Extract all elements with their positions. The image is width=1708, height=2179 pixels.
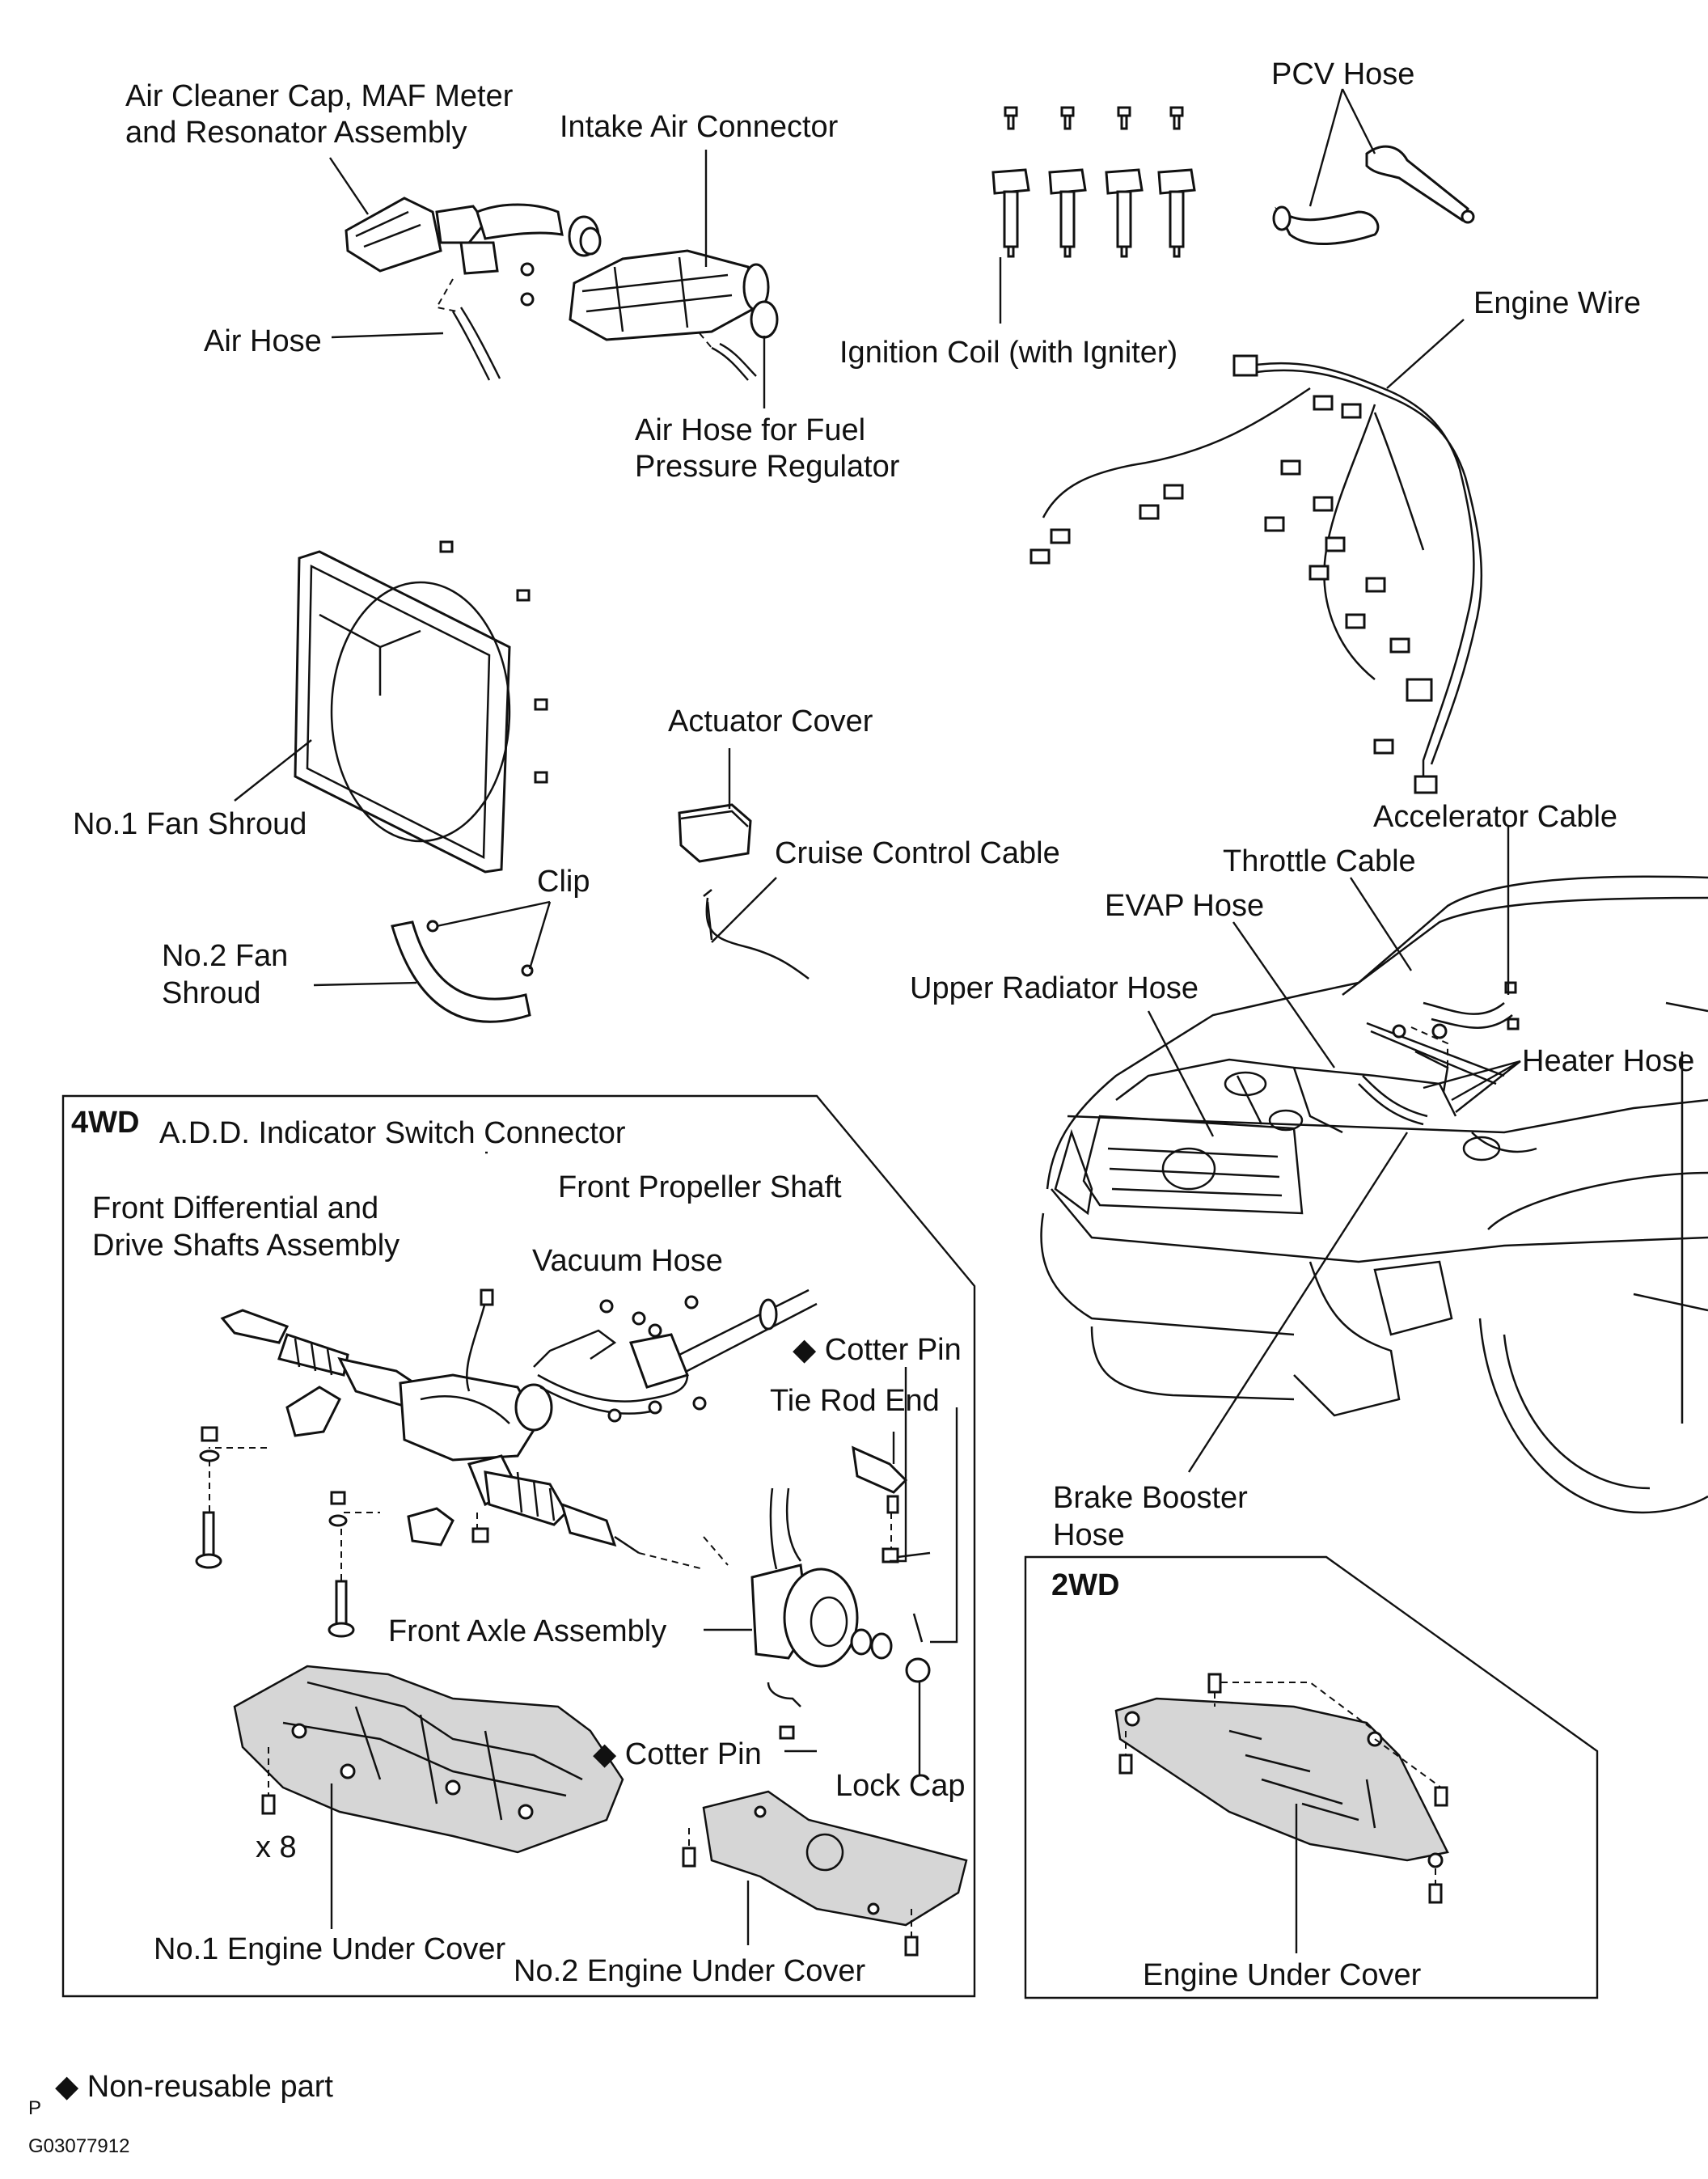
label-clip: Clip [537, 865, 590, 899]
label-accelerator-cable: Accelerator Cable [1373, 800, 1618, 834]
label-air-hose: Air Hose [204, 324, 322, 358]
label-front-axle-assembly: Front Axle Assembly [388, 1614, 667, 1648]
label-throttle-cable: Throttle Cable [1223, 844, 1416, 878]
label-pcv-hose: PCV Hose [1271, 57, 1415, 91]
front-differential-drawing [195, 1309, 640, 1638]
label-cotter-pin-2: ◆ Cotter Pin [593, 1737, 762, 1772]
label-air-hose-fuel-line1: Air Hose for Fuel [635, 413, 866, 447]
legend-text: Non-reusable part [87, 2070, 333, 2104]
label-tie-rod-end: Tie Rod End [770, 1384, 940, 1418]
cotter-pin-1-text: Cotter Pin [824, 1333, 962, 1367]
non-reusable-mark: ◆ [55, 2070, 79, 2104]
cruise-control-cable-drawing [703, 889, 810, 980]
ignition-coils-drawing [991, 106, 1196, 258]
label-no2-engine-under-cover: No.2 Engine Under Cover [514, 1954, 866, 1988]
label-front-differential-line1: Front Differential and [92, 1191, 379, 1225]
label-engine-under-cover: Engine Under Cover [1143, 1958, 1422, 1992]
front-axle-assembly-drawing [750, 1487, 893, 1740]
non-reusable-mark: ◆ [593, 1737, 617, 1771]
footer-p-mark: P [28, 2097, 42, 2119]
vehicle-front-view-drawing [1040, 875, 1708, 1514]
label-ignition-coil: Ignition Coil (with Igniter) [839, 336, 1178, 370]
label-no1-fan-shroud: No.1 Fan Shroud [73, 807, 307, 841]
label-front-differential-line2: Drive Shafts Assembly [92, 1229, 400, 1263]
label-add-indicator-switch-connector: A.D.D. Indicator Switch Connector [159, 1116, 626, 1150]
label-engine-wire: Engine Wire [1473, 286, 1641, 320]
footer-figure-id: G03077912 [28, 2135, 130, 2157]
label-actuator-cover: Actuator Cover [668, 704, 873, 738]
no1-engine-under-cover-drawing [233, 1665, 624, 1854]
label-air-cleaner-line2: and Resonator Assembly [125, 116, 467, 150]
no1-fan-shroud-drawing [294, 540, 548, 874]
no2-fan-shroud-drawing [391, 920, 534, 1023]
label-air-hose-fuel-line2: Pressure Regulator [635, 450, 900, 484]
label-brake-booster-line2: Hose [1053, 1518, 1125, 1552]
mount-bolts-drawing [599, 1295, 707, 1423]
2wd-engine-under-cover-drawing [1114, 1673, 1449, 1904]
label-no2-fan-shroud-line1: No.2 Fan [162, 939, 289, 973]
label-cotter-pin-1: ◆ Cotter Pin [793, 1332, 962, 1368]
legend-non-reusable: ◆ Non-reusable part [55, 2069, 333, 2105]
label-brake-booster-line1: Brake Booster [1053, 1481, 1248, 1515]
box-4wd-frame [61, 1094, 976, 1998]
non-reusable-mark: ◆ [793, 1333, 817, 1367]
label-lock-cap: Lock Cap [835, 1769, 966, 1803]
cotter-pin-2-text: Cotter Pin [624, 1737, 762, 1771]
label-evap-hose: EVAP Hose [1105, 889, 1265, 923]
label-vacuum-hose: Vacuum Hose [532, 1244, 723, 1278]
no2-engine-under-cover-drawing [682, 1790, 968, 1957]
label-intake-air-connector: Intake Air Connector [560, 110, 839, 144]
engine-wire-harness-drawing [1029, 354, 1483, 794]
label-air-cleaner-line1: Air Cleaner Cap, MAF Meter [125, 79, 514, 113]
label-heater-hose: Heater Hose [1522, 1044, 1695, 1078]
label-front-propeller-shaft: Front Propeller Shaft [558, 1170, 842, 1204]
intake-air-connector-drawing [520, 249, 779, 341]
front-propeller-shaft-drawing [628, 1288, 818, 1389]
tag-4wd: 4WD [71, 1106, 140, 1140]
air-cleaner-assembly-drawing [345, 197, 602, 275]
label-no1-engine-under-cover: No.1 Engine Under Cover [154, 1932, 506, 1966]
pcv-hose-drawing [1272, 145, 1475, 245]
label-upper-radiator-hose: Upper Radiator Hose [910, 971, 1199, 1005]
box-2wd-frame [1024, 1555, 1599, 1999]
actuator-cover-drawing [678, 803, 752, 863]
label-cruise-control-cable: Cruise Control Cable [775, 836, 1060, 870]
tag-2wd: 2WD [1051, 1568, 1120, 1602]
label-quantity-x8: x 8 [256, 1830, 297, 1864]
label-no2-fan-shroud-line2: Shroud [162, 976, 261, 1010]
